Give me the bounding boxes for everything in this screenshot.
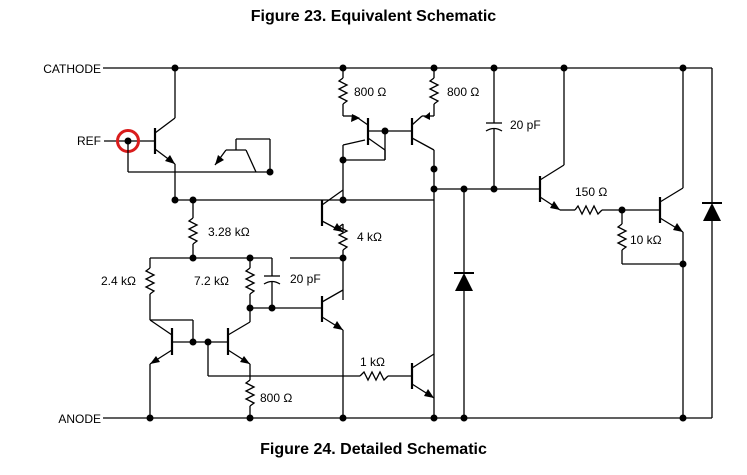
figure-24-title: Figure 24. Detailed Schematic: [260, 441, 487, 458]
r4k-label: 4 kΩ: [357, 230, 382, 244]
lower-left-pair: [149, 308, 360, 418]
capacitor-20pf-mid: [250, 257, 281, 308]
ref-pin[interactable]: [104, 129, 155, 153]
resistor-150: [574, 204, 660, 216]
bottom-transistor: [410, 353, 435, 399]
r800-right-label: 800 Ω: [447, 85, 479, 99]
r7k2-label: 7.2 kΩ: [194, 274, 229, 288]
r800-bottom-label: 800 Ω: [260, 391, 292, 405]
resistor-1k: [359, 370, 412, 382]
anode-diode: [454, 189, 474, 418]
resistor-3k28: [187, 200, 199, 258]
resistor-800-right: [428, 68, 440, 116]
figure-23-title: Figure 23. Equivalent Schematic: [250, 8, 497, 25]
output-transistor: [658, 68, 684, 418]
r2k4-label: 2.4 kΩ: [101, 274, 136, 288]
r800-left-label: 800 Ω: [354, 85, 386, 99]
r10k-label: 10 kΩ: [630, 233, 662, 247]
resistor-800-left: [337, 68, 349, 116]
resistor-7k2: [244, 258, 256, 308]
anode-label: ANODE: [58, 412, 101, 426]
c20-mid-label: 20 pF: [290, 272, 321, 286]
feedback-transistor: [320, 289, 344, 418]
c20-top-label: 20 pF: [510, 118, 541, 132]
r1k-label: 1 kΩ: [360, 355, 385, 369]
resistor-4k: [337, 223, 349, 300]
pnp-mirror: [342, 112, 435, 418]
cathode-label: CATHODE: [43, 62, 101, 76]
anode-rail: [103, 221, 713, 419]
cathode-rail: [103, 67, 713, 203]
capacitor-20pf-top: [485, 68, 503, 189]
diode-transistor: [214, 138, 271, 173]
ref-label: REF: [77, 134, 101, 148]
r150-label: 150 Ω: [575, 185, 607, 199]
cathode-protection-diode: [702, 202, 722, 221]
resistor-800-bottom: [244, 364, 256, 418]
input-transistor: [127, 68, 272, 200]
driver-transistor: [538, 68, 575, 211]
mid-transistor: [320, 189, 344, 233]
resistor-2k4: [144, 258, 156, 308]
r3k28-label: 3.28 kΩ: [208, 225, 250, 239]
resistor-10k: [616, 210, 683, 265]
